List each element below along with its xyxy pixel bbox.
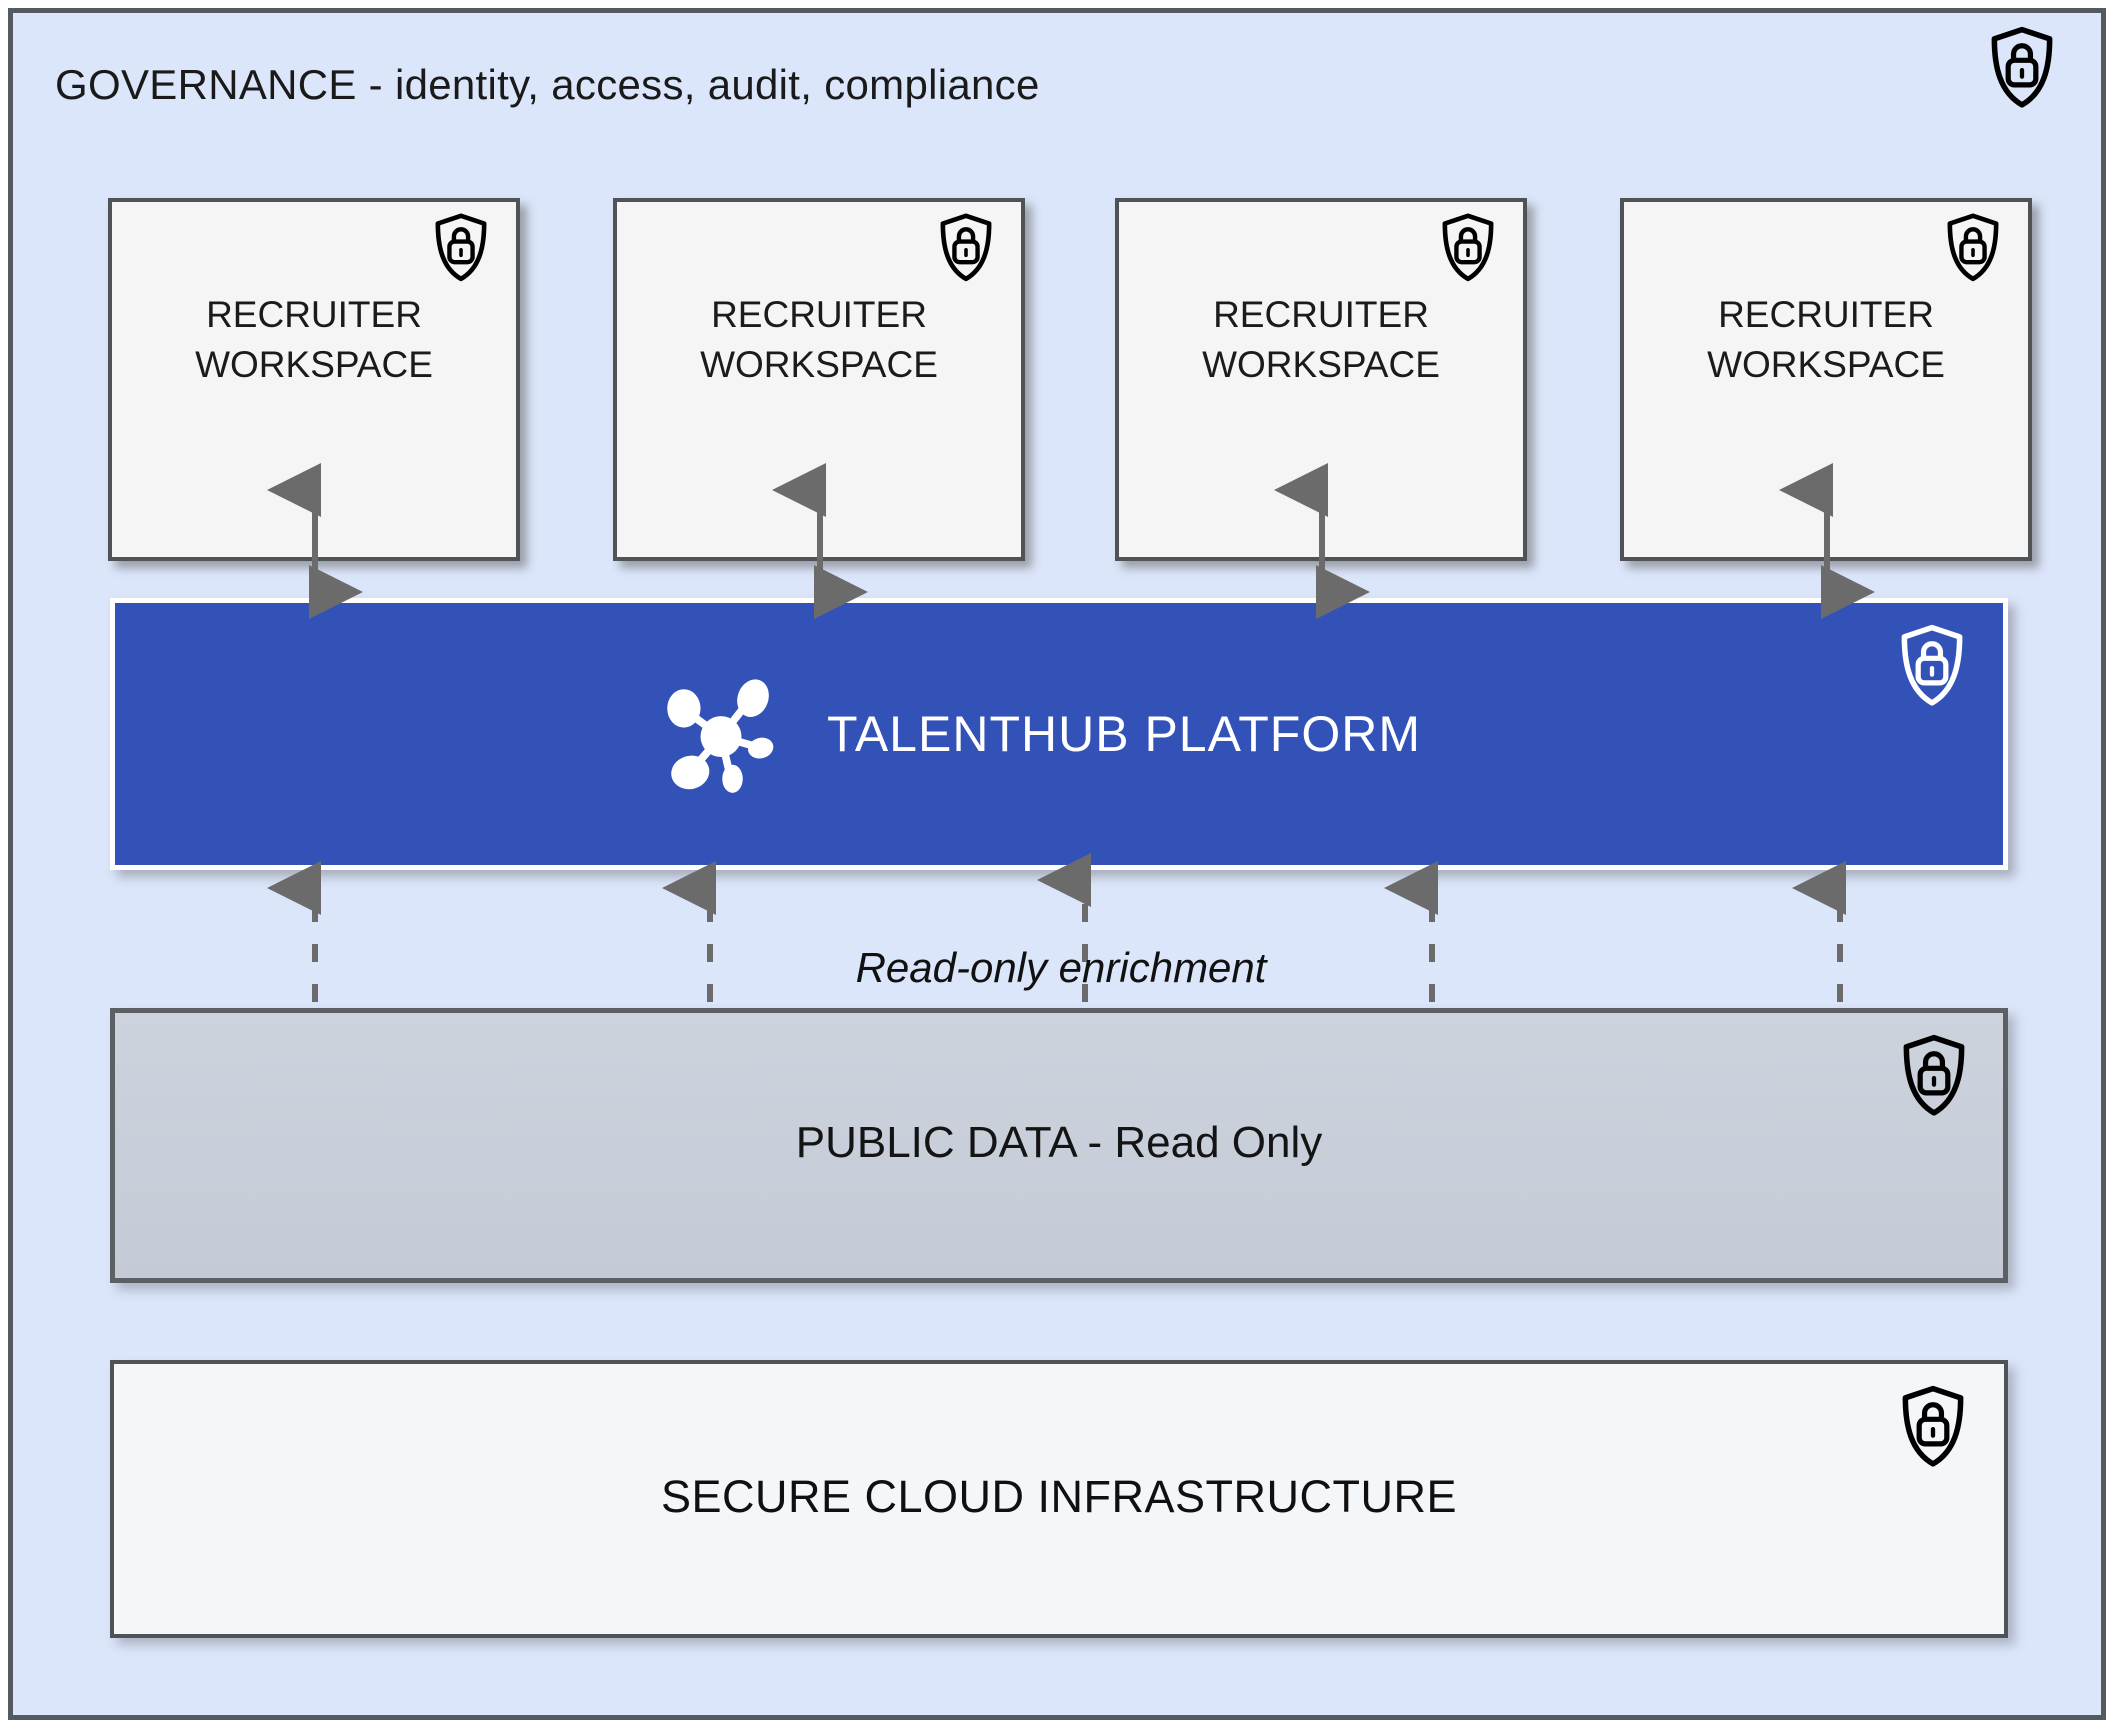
workspace-shield-lock-icon	[435, 213, 487, 282]
workspace-shield-lock-icon	[1947, 213, 1999, 282]
secure-cloud-infrastructure-band[interactable]: SECURE CLOUD INFRASTRUCTURE	[110, 1360, 2008, 1638]
infrastructure-shield-lock-icon	[1902, 1385, 1964, 1467]
recruiter-workspace-1[interactable]: RECRUITER WORKSPACE	[108, 198, 520, 561]
platform-label: TALENTHUB PLATFORM	[827, 706, 1421, 762]
read-only-enrichment-label: Read-only enrichment	[855, 944, 1267, 991]
infrastructure-label: SECURE CLOUD INFRASTRUCTURE	[660, 1471, 1458, 1522]
recruiter-workspace-2[interactable]: RECRUITER WORKSPACE	[613, 198, 1025, 561]
workspace-shield-lock-icon	[940, 213, 992, 282]
workspace-shield-lock-icon	[1442, 213, 1494, 282]
workspace-label: RECRUITER WORKSPACE	[700, 294, 938, 385]
workspace-label: RECRUITER WORKSPACE	[195, 294, 433, 385]
governance-title: GOVERNANCE - identity, access, audit, co…	[55, 61, 1040, 108]
public-data-label: PUBLIC DATA - Read Only	[795, 1118, 1323, 1167]
workspace-label: RECRUITER WORKSPACE	[1707, 294, 1945, 385]
public-data-shield-lock-icon	[1903, 1034, 1965, 1116]
governance-shield-lock-icon	[1991, 26, 2053, 108]
recruiter-workspace-4[interactable]: RECRUITER WORKSPACE	[1620, 198, 2032, 561]
network-hub-icon	[667, 679, 774, 793]
recruiter-workspace-3[interactable]: RECRUITER WORKSPACE	[1115, 198, 1527, 561]
talenthub-platform-bar[interactable]: TALENTHUB PLATFORM	[110, 598, 2008, 870]
platform-content: TALENTHUB PLATFORM	[657, 670, 1421, 798]
workspace-label: RECRUITER WORKSPACE	[1202, 294, 1440, 385]
public-data-band[interactable]: PUBLIC DATA - Read Only	[110, 1008, 2008, 1283]
platform-shield-lock-icon	[1901, 624, 1963, 706]
